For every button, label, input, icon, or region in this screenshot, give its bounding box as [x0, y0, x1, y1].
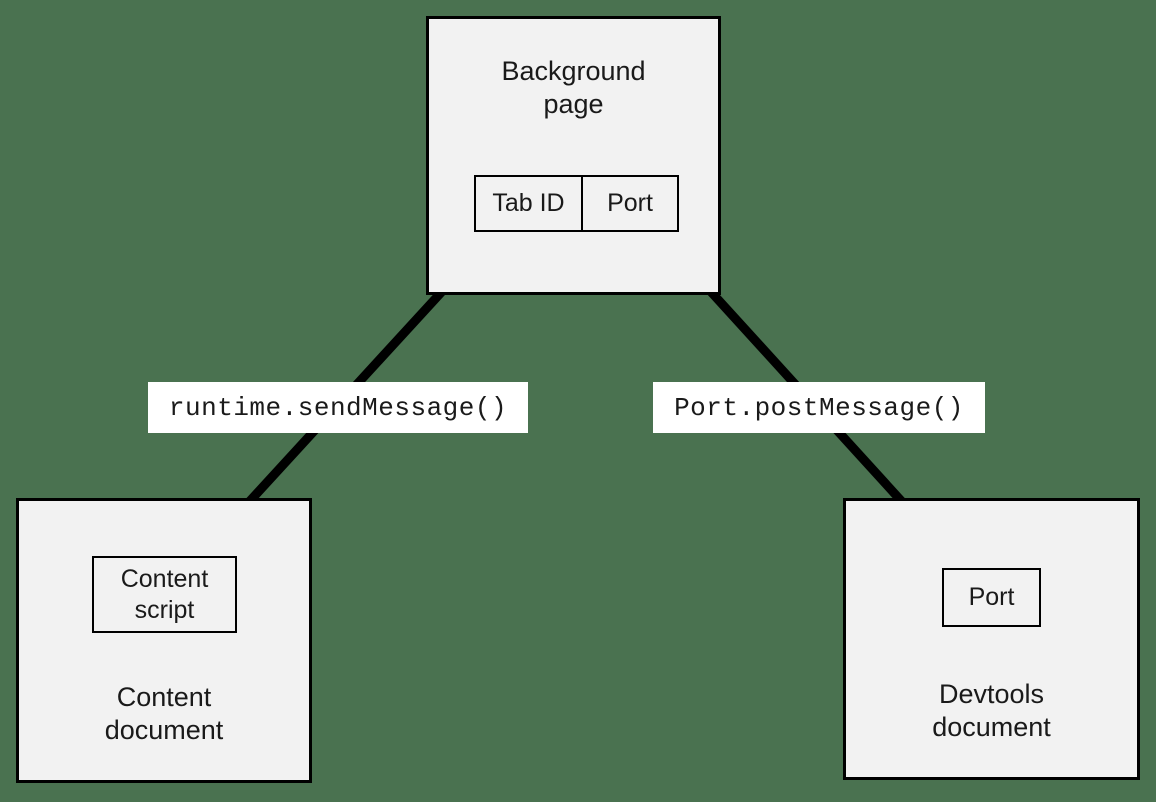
- background-page-title: Background page: [501, 56, 646, 119]
- content-document-title: Content document: [104, 682, 224, 745]
- edge-label-runtime-send-message: runtime.sendMessage(): [148, 382, 528, 433]
- node-background-page: Background page Tab ID Port: [426, 16, 721, 295]
- devtools-document-title: Devtools document: [932, 679, 1051, 742]
- table-cell-tab-id: Tab ID: [476, 177, 583, 230]
- node-content-document: Content script Content document: [16, 498, 312, 783]
- node-devtools-document: Port Devtools document: [843, 498, 1140, 780]
- tab-port-registry-table: Tab ID Port: [474, 175, 679, 232]
- node-content-script: Content script: [92, 556, 237, 633]
- edge-label-port-post-message: Port.postMessage(): [653, 382, 985, 433]
- table-cell-port: Port: [607, 189, 653, 217]
- node-devtools-port: Port: [942, 568, 1041, 627]
